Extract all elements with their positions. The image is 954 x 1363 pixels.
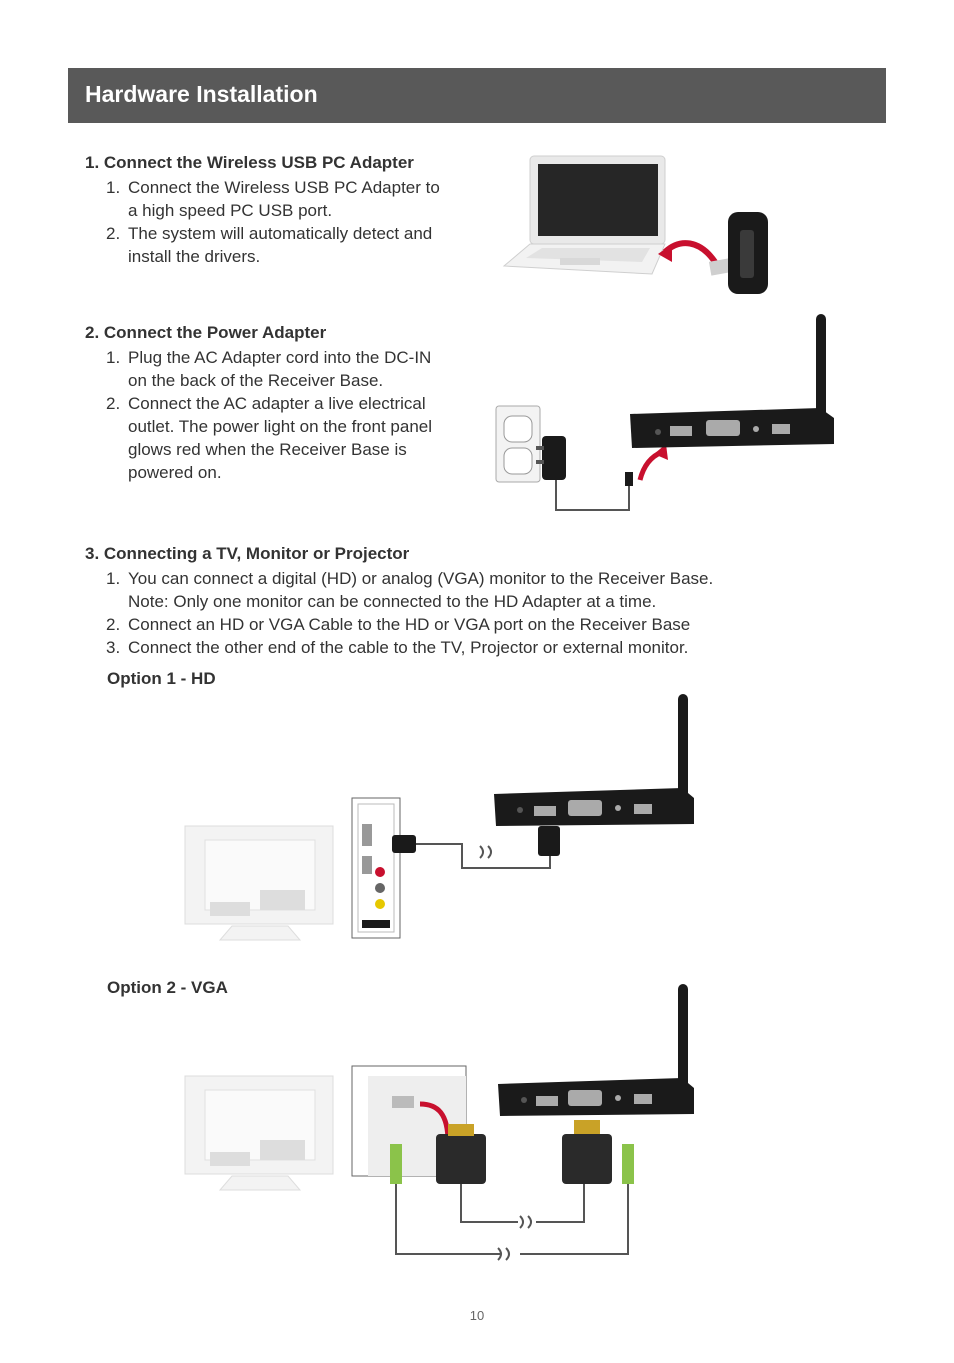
vga-cable-icon [436,1120,612,1229]
section-2-title: 2. Connect the Power Adapter [85,323,327,342]
step-number: 2. [106,615,121,634]
receiver-base-icon [630,314,834,448]
laptop-icon [502,155,666,275]
step-text-line: Plug the AC Adapter cord into the DC-IN [128,348,432,367]
step-text-line: Connect the Wireless USB PC Adapter to [128,178,440,197]
step-item: 1. Connect the Wireless USB PC Adapter to… [106,176,440,222]
step-item: 2. The system will automatically detect a… [106,222,440,268]
step-item: 3. Connect the other end of the cable to … [106,636,713,659]
page-number: 10 [469,1308,485,1323]
section-1-steps: 1. Connect the Wireless USB PC Adapter to… [106,176,440,268]
receiver-base-icon [494,694,694,826]
step-text-line: Note: Only one monitor can be connected … [128,592,657,611]
step-number: 2. [106,394,121,413]
arrow-icon [662,240,718,264]
antenna-icon [678,984,688,1090]
hdmi-cable-icon [392,826,560,869]
step-item: 1. Plug the AC Adapter cord into the DC-I… [106,346,432,392]
option-2-label: Option 2 - VGA [107,978,228,997]
power-adapter-icon [536,436,566,480]
section-2-steps: 1. Plug the AC Adapter cord into the DC-I… [106,346,432,484]
section-3-steps: 1. You can connect a digital (HD) or anal… [106,567,713,659]
option-2-vga-illustration [184,984,694,1261]
section-1-title: 1. Connect the Wireless USB PC Adapter [85,153,414,172]
usb-adapter-icon [708,212,768,294]
step-text-line: glows red when the Receiver Base is [128,440,407,459]
step-number: 1. [106,178,121,197]
tv-back-icon [184,1075,334,1191]
arrow-icon [637,449,664,481]
tv-back-icon [184,825,334,941]
section-3-title: 3. Connecting a TV, Monitor or Projector [85,544,410,563]
laptop-usb-illustration [502,155,768,294]
step-text-line: Connect the AC adapter a live electrical [128,394,426,413]
wall-outlet-icon [495,405,541,483]
step-text-line: outlet. The power light on the front pan… [128,417,432,436]
option-1-label: Option 1 - HD [107,669,216,688]
antenna-icon [678,694,688,800]
receiver-base-icon [498,984,694,1116]
step-number: 3. [106,638,121,657]
step-item: 2. Connect an HD or VGA Cable to the HD o… [106,613,713,636]
step-text-line: install the drivers. [128,247,261,266]
step-text-line: You can connect a digital (HD) or analog… [128,569,714,588]
step-text-line: Connect an HD or VGA Cable to the HD or … [128,615,691,634]
option-1-hd-illustration [184,694,694,941]
page-header: Hardware Installation [68,68,886,123]
step-text-line: Connect the other end of the cable to th… [128,638,689,657]
step-text-line: The system will automatically detect and [128,224,433,243]
step-number: 1. [106,569,121,588]
step-item: 2. Connect the AC adapter a live electric… [106,392,432,484]
page-title: Hardware Installation [85,81,318,107]
step-text-line: powered on. [128,463,222,482]
power-adapter-illustration [495,314,834,511]
step-number: 1. [106,348,121,367]
audio-cable-icon [390,1144,634,1261]
step-text-line: on the back of the Receiver Base. [128,371,384,390]
step-text-line: a high speed PC USB port. [128,201,333,220]
step-item: 1. You can connect a digital (HD) or anal… [106,567,713,613]
step-number: 2. [106,224,121,243]
antenna-icon [816,314,826,424]
